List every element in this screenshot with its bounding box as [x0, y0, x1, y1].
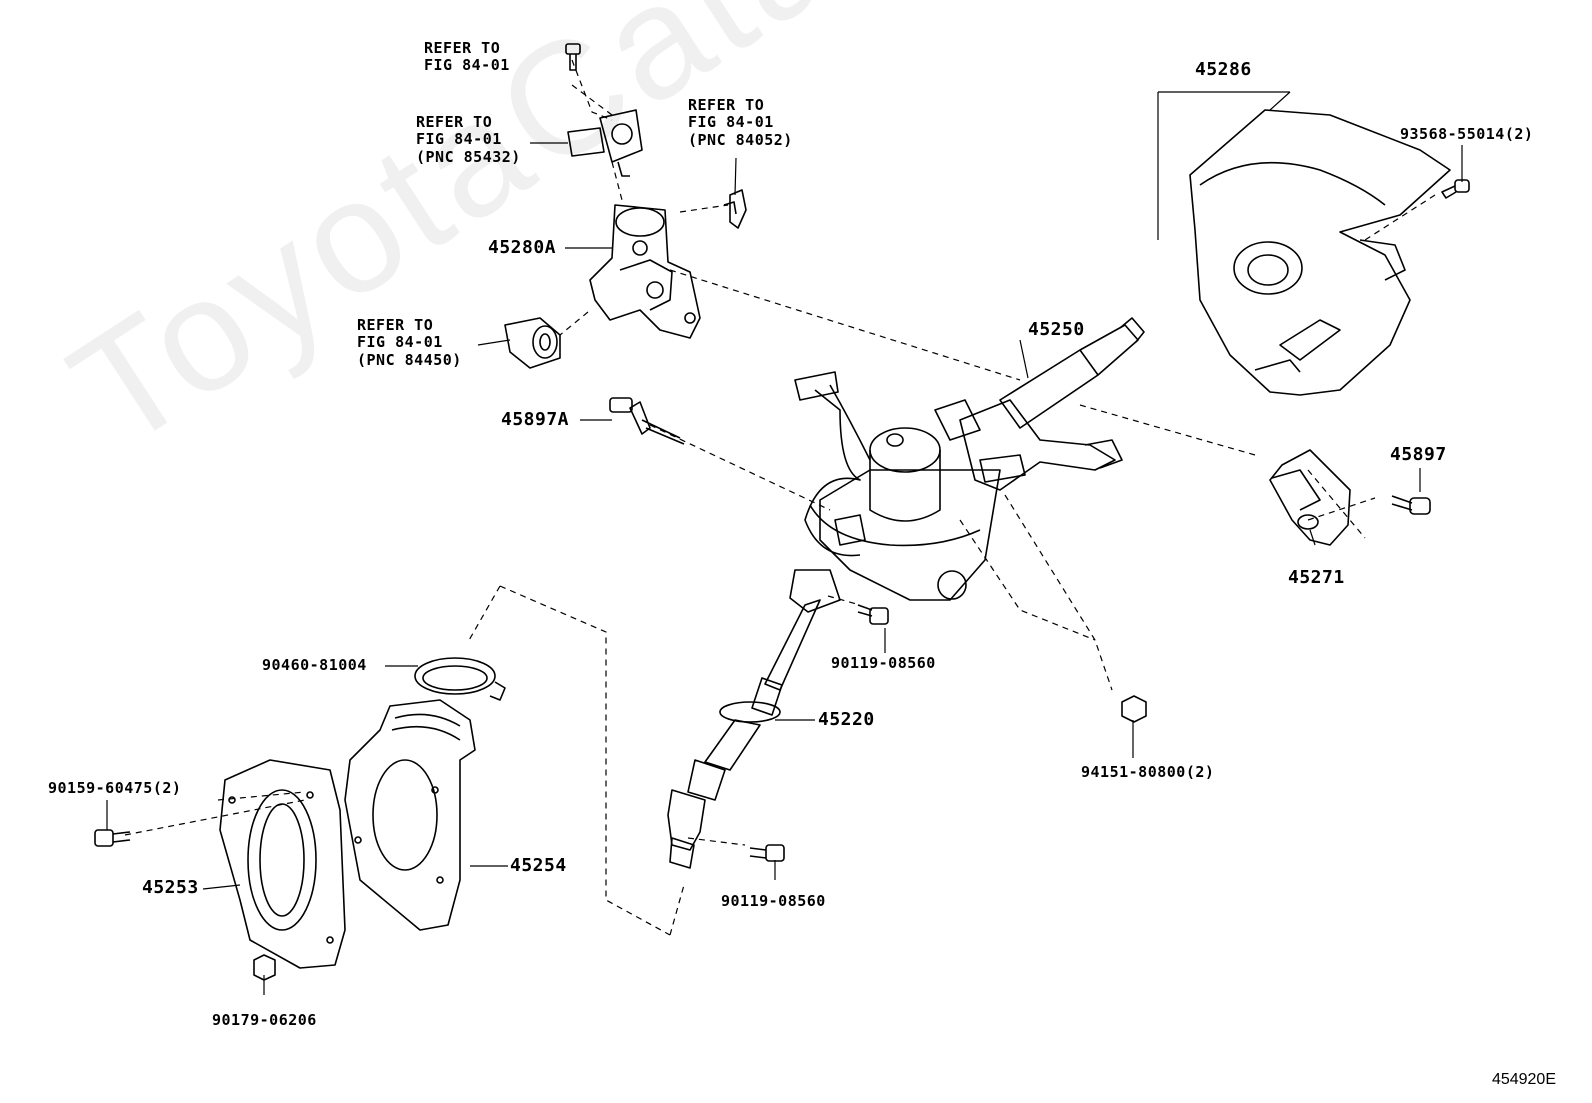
- label-line: REFER TO: [688, 96, 765, 114]
- label-90179: 90179-06206: [212, 1011, 317, 1029]
- bolt-45897A: [609, 397, 685, 445]
- cover-45271: [1269, 449, 1351, 546]
- clip-84052: [723, 189, 747, 229]
- label-45897A: 45897A: [501, 409, 570, 430]
- label-45250: 45250: [1028, 319, 1085, 340]
- label-45220: 45220: [818, 709, 875, 730]
- bolt-90119-upper: [857, 604, 889, 625]
- screw-93568: [1441, 179, 1470, 199]
- bolt-45897: [1391, 495, 1431, 515]
- label-line: FIG 84-01: [688, 113, 774, 132]
- label-refer-84052: REFER TO FIG 84-01 (PNC 84052): [688, 96, 793, 149]
- label-90460: 90460-81004: [262, 656, 367, 674]
- label-line: FIG 84-01: [416, 130, 502, 149]
- small-bolt-top: [565, 43, 581, 71]
- bolt-90159: [94, 829, 131, 847]
- intermediate-shaft-45220: [667, 569, 841, 869]
- label-line: REFER TO: [416, 113, 493, 131]
- label-line: FIG 84-01: [424, 56, 510, 75]
- label-line: REFER TO: [424, 39, 501, 57]
- label-line: (PNC 85432): [416, 147, 521, 166]
- boot-45254: [344, 699, 476, 931]
- label-refer-top: REFER TO FIG 84-01: [424, 39, 510, 75]
- label-line: (PNC 84052): [688, 130, 793, 149]
- label-45254: 45254: [510, 855, 567, 876]
- label-line: FIG 84-01: [357, 333, 443, 352]
- plate-45253: [219, 759, 346, 969]
- nut-94151: [1121, 695, 1147, 723]
- label-90119-upper: 90119-08560: [831, 654, 936, 672]
- label-refer-84450: REFER TO FIG 84-01 (PNC 84450): [357, 316, 462, 369]
- label-90119-lower: 90119-08560: [721, 892, 826, 910]
- label-refer-85432: REFER TO FIG 84-01 (PNC 85432): [416, 113, 521, 166]
- label-94151: 94151-80800(2): [1081, 763, 1215, 781]
- assembly-lines: [124, 59, 1436, 936]
- ring-90460: [414, 657, 506, 701]
- label-45253: 45253: [142, 877, 199, 898]
- label-45280A: 45280A: [488, 237, 557, 258]
- nut-90179: [253, 954, 276, 981]
- bolt-90119-lower: [749, 844, 785, 862]
- leader-lines: [106, 91, 1463, 995]
- column-assembly-45250: [794, 317, 1145, 601]
- label-line: (PNC 84450): [357, 350, 462, 369]
- label-93568: 93568-55014(2): [1400, 125, 1534, 143]
- label-45271: 45271: [1288, 567, 1345, 588]
- label-45286: 45286: [1195, 59, 1252, 80]
- sensor-85432: [567, 109, 643, 177]
- label-line: REFER TO: [357, 316, 434, 334]
- lock-housing-45280A: [589, 204, 701, 339]
- label-45897: 45897: [1390, 444, 1447, 465]
- label-90159: 90159-60475(2): [48, 779, 182, 797]
- column-cover-45286: [1189, 109, 1451, 396]
- figure-code: 454920E: [1491, 1071, 1556, 1088]
- cylinder-84450: [504, 317, 561, 369]
